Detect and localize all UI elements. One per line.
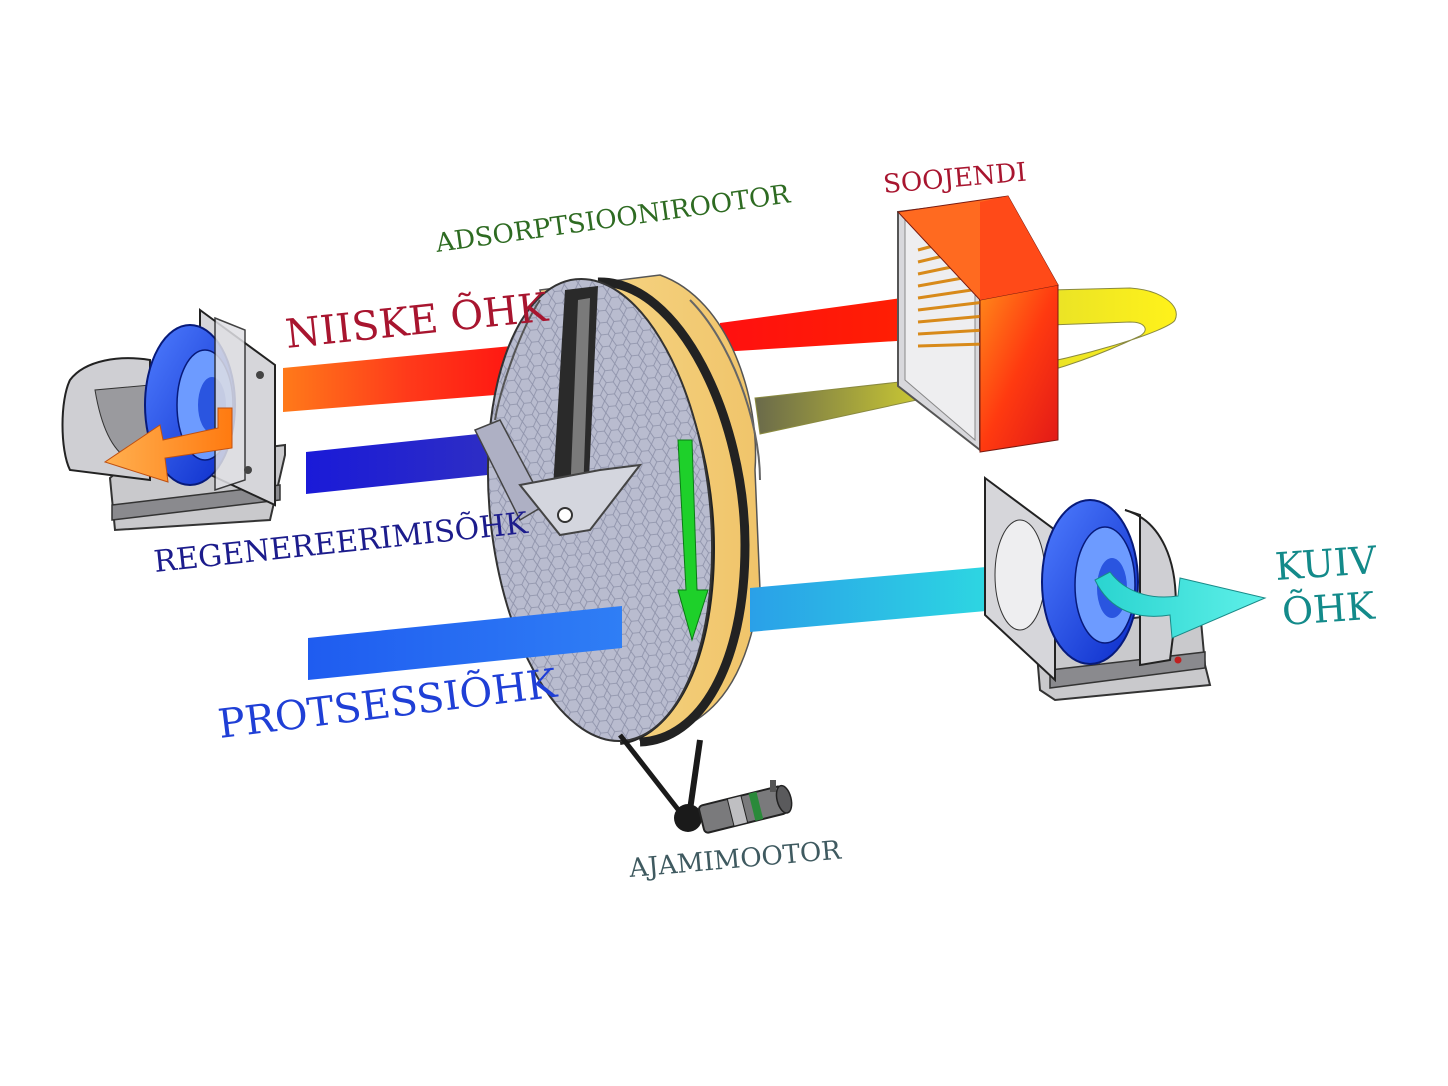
humid-air-duct — [283, 344, 532, 412]
heater-unit — [896, 195, 1059, 453]
regen-fan — [61, 308, 286, 532]
label-rotor: ADSORPTSIOONIROOTOR — [433, 179, 793, 259]
drive-motor — [618, 733, 793, 834]
dry-air-exit-arrow — [1094, 571, 1267, 639]
process-fan — [984, 476, 1212, 702]
hot-regen-duct-top — [720, 292, 945, 352]
label-heater: SOOJENDI — [882, 158, 1028, 200]
process-air-duct — [308, 606, 622, 680]
label-process-air: PROTSESSIÕHK — [215, 660, 560, 748]
label-dry-air-line2: ÕHK — [1281, 584, 1377, 634]
regen-loop-duct — [754, 287, 1177, 435]
humid-air-exit-arrow — [103, 407, 233, 483]
label-drive-motor: AJAMIMOOTOR — [627, 835, 844, 884]
label-dry-air-line1: KUIV — [1274, 538, 1379, 589]
